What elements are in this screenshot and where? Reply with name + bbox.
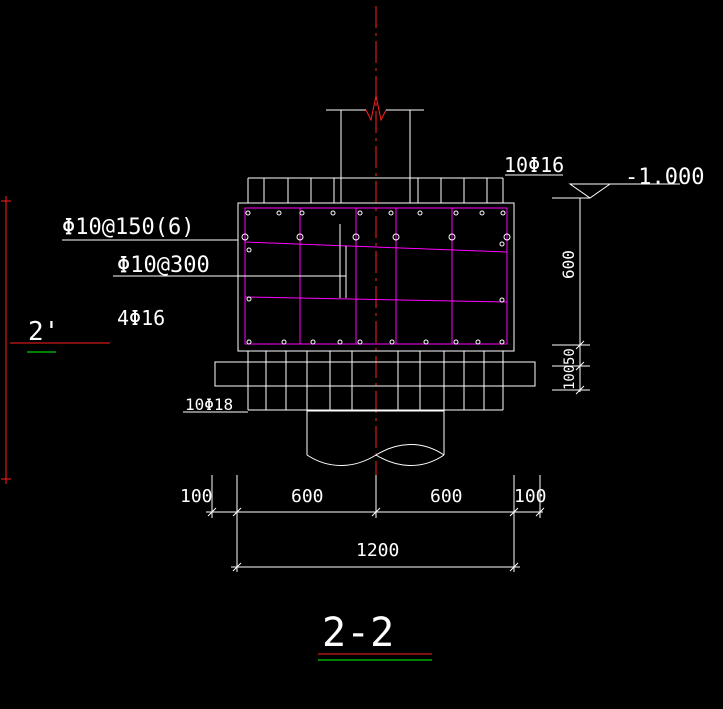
dim-height-50: 50 — [562, 348, 578, 365]
section-title: 2-2 — [322, 610, 394, 656]
pile-cap-lower — [214, 350, 536, 466]
stirrup-cage — [244, 207, 508, 345]
top-rebar-label: 10Φ16 — [504, 153, 564, 177]
elevation-label: -1.000 — [625, 165, 704, 190]
bottom-rebar-label: 10Φ18 — [185, 395, 233, 414]
cap-top-band — [247, 177, 504, 203]
side-rebar-label: 4Φ16 — [117, 306, 165, 330]
elevation-marker — [552, 183, 680, 395]
stirrup-label: Φ10@150(6) — [62, 215, 194, 240]
dim-left-600: 600 — [291, 486, 324, 507]
dim-right-600: 600 — [430, 486, 463, 507]
dim-left-100: 100 — [180, 486, 213, 507]
dim-height-600: 600 — [559, 250, 578, 279]
left-reference-marker — [1, 196, 110, 484]
column-stub — [326, 95, 424, 203]
dim-total-1200: 1200 — [356, 540, 399, 561]
dimension-lines — [206, 475, 545, 572]
rebar-dots — [241, 210, 511, 345]
tie-label: Φ10@300 — [117, 253, 210, 278]
dim-right-100: 100 — [514, 486, 547, 507]
section-ref-label: 2' — [28, 317, 59, 347]
dim-height-100: 100 — [562, 365, 578, 390]
